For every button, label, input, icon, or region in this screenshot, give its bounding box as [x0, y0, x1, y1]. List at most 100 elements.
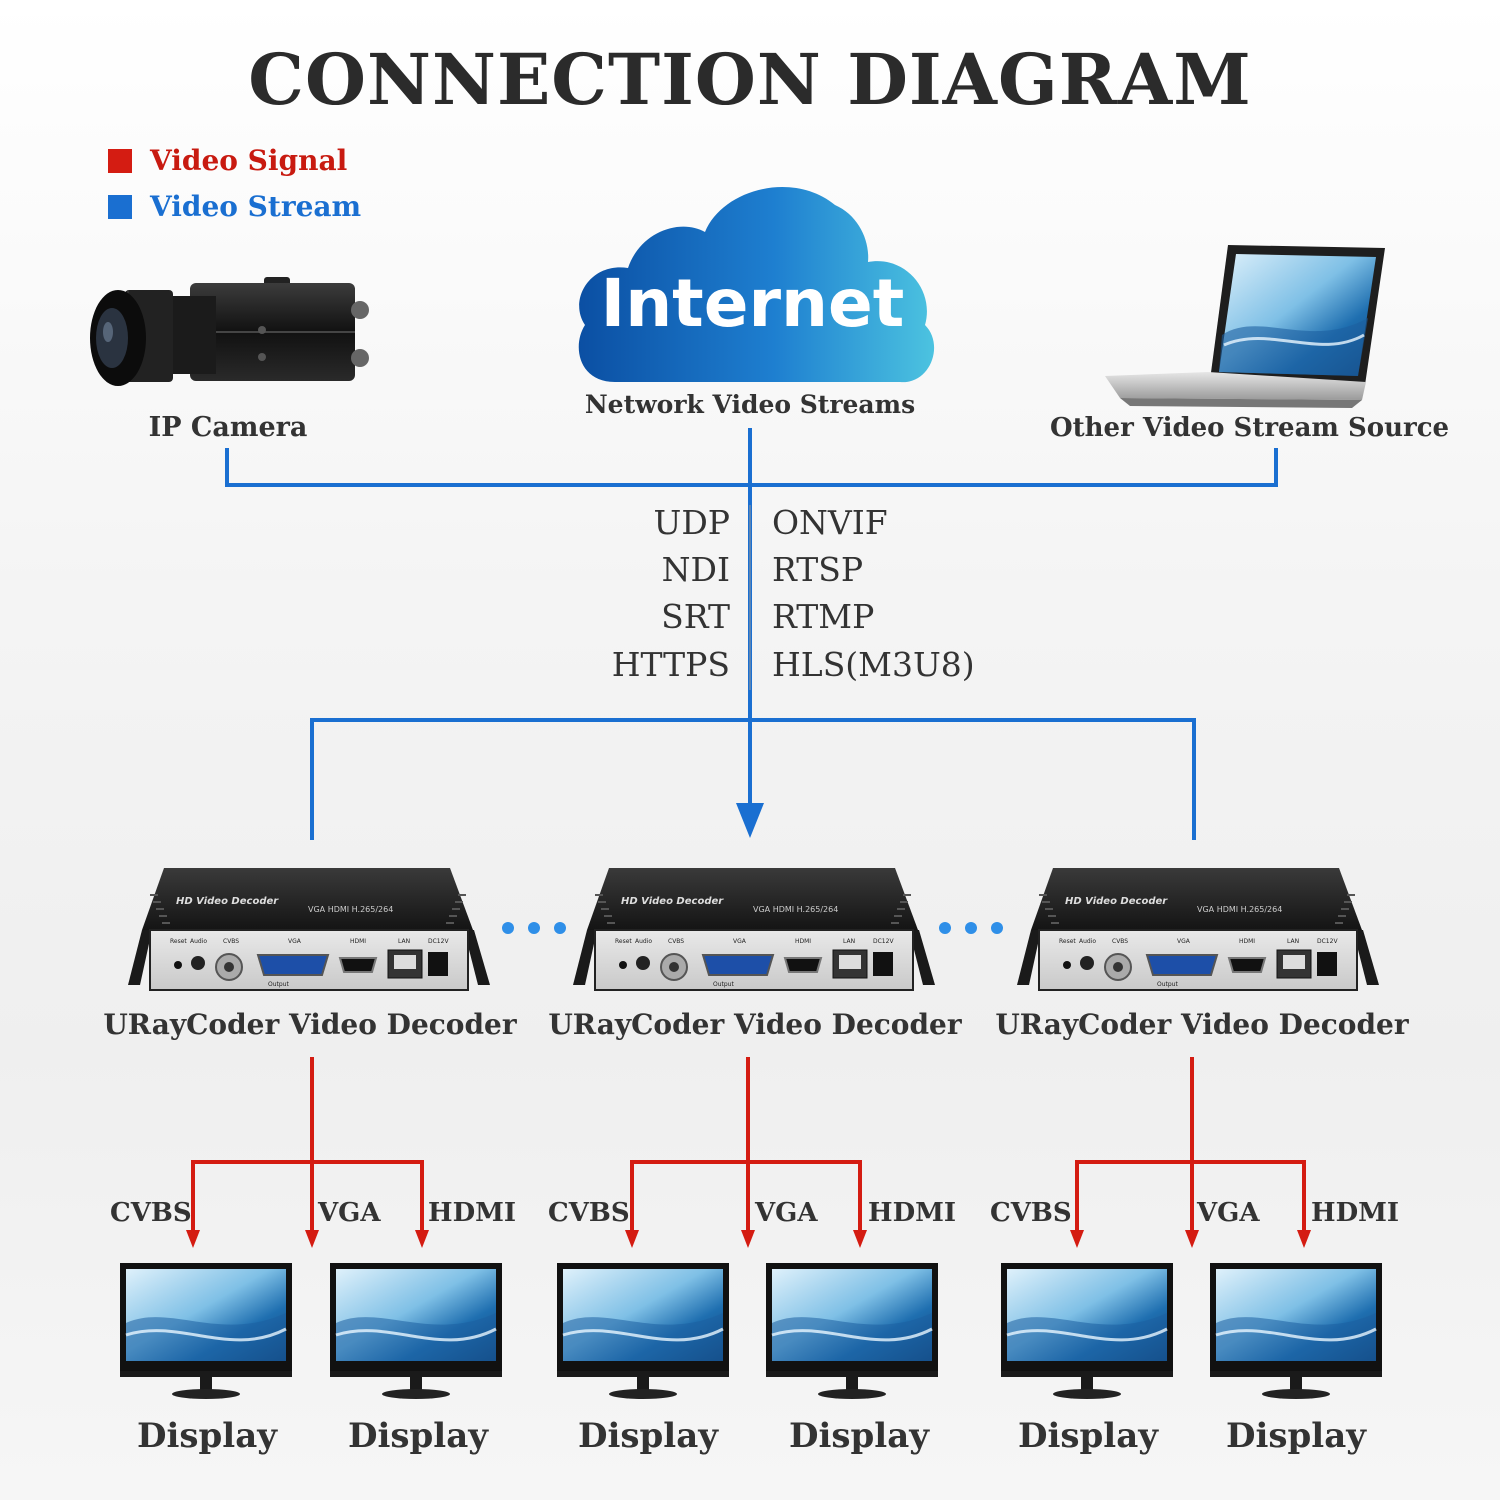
internet-label: Internet [600, 265, 905, 342]
reset-port-icon [619, 961, 627, 969]
decoder-label: URayCoder Video Decoder [995, 1008, 1409, 1041]
port-label-hdmi: HDMI [350, 938, 366, 945]
output-group-label: Output [713, 981, 734, 988]
port-label-cvbs: CVBS [1112, 938, 1128, 945]
legend-item-video-stream: Video Stream [108, 190, 361, 223]
protocol-label: ONVIF [772, 503, 888, 542]
display-monitor-icon [999, 1261, 1175, 1401]
protocol-label: RTSP [772, 550, 864, 589]
audio-port-icon [636, 956, 650, 970]
decoder-front-subtitle: VGA HDMI H.265/264 [753, 905, 838, 914]
hdmi-port-icon [783, 957, 823, 973]
signal-lines [191, 1057, 424, 1230]
laptop-label: Other Video Stream Source [1050, 413, 1450, 443]
protocol-label: SRT [661, 597, 730, 636]
stream-lines [225, 428, 1278, 840]
power-port-icon [1317, 952, 1337, 976]
audio-port-icon [1080, 956, 1094, 970]
display-monitor-icon [328, 1261, 504, 1401]
port-label-audio: Audio [1079, 938, 1096, 945]
decoder-front-title: HD Video Decoder [621, 896, 724, 907]
power-port-icon [428, 952, 448, 976]
port-label-lan: LAN [398, 938, 410, 945]
output-label-vga: VGA [318, 1198, 381, 1228]
hdmi-port-icon [1227, 957, 1267, 973]
port-label-audio: Audio [635, 938, 652, 945]
display-label: Display [136, 1416, 278, 1456]
protocol-label: RTMP [772, 597, 875, 636]
port-label-hdmi: HDMI [795, 938, 811, 945]
signal-arrowhead [741, 1230, 755, 1248]
display-monitor-icon [1208, 1261, 1384, 1401]
output-group-label: Output [1157, 981, 1178, 988]
output-label-hdmi: HDMI [1311, 1198, 1400, 1228]
port-label-dc12v: DC12V [1317, 938, 1338, 945]
legend-swatch-signal [108, 148, 132, 173]
output-label-hdmi: HDMI [428, 1198, 517, 1228]
display-label: Display [1225, 1416, 1367, 1456]
protocol-label: HTTPS [611, 645, 730, 684]
signal-arrowhead [853, 1230, 867, 1248]
signal-arrowhead [186, 1230, 200, 1248]
port-label-reset: Reset [170, 938, 187, 945]
decoder-front-title: HD Video Decoder [1065, 896, 1168, 907]
display-label: Display [577, 1416, 719, 1456]
stream-arrowhead [736, 803, 764, 838]
display-monitor-icon [118, 1261, 294, 1401]
internet-cloud-icon [578, 187, 935, 383]
output-label-cvbs: CVBS [990, 1198, 1072, 1228]
signal-arrowhead [1185, 1230, 1199, 1248]
reset-port-icon [1063, 961, 1071, 969]
protocol-label: NDI [661, 550, 730, 589]
port-label-cvbs: CVBS [668, 938, 684, 945]
port-label-dc12v: DC12V [428, 938, 449, 945]
vga-port-icon [701, 954, 775, 976]
port-label-hdmi: HDMI [1239, 938, 1255, 945]
port-label-lan: LAN [843, 938, 855, 945]
port-label-reset: Reset [615, 938, 632, 945]
output-label-cvbs: CVBS [548, 1198, 630, 1228]
laptop-icon [1105, 245, 1385, 408]
output-label-vga: VGA [1197, 1198, 1260, 1228]
ip-camera-icon [90, 277, 369, 386]
display-label: Display [788, 1416, 930, 1456]
decoder-front-title: HD Video Decoder [176, 896, 279, 907]
decoder-label: URayCoder Video Decoder [103, 1008, 517, 1041]
display-label: Display [347, 1416, 489, 1456]
display-monitor-icon [555, 1261, 731, 1401]
power-port-icon [873, 952, 893, 976]
signal-lines [1075, 1057, 1306, 1230]
port-label-vga: VGA [288, 938, 302, 945]
display-label: Display [1017, 1416, 1159, 1456]
camera-label: IP Camera [148, 412, 308, 443]
legend-item-video-signal: Video Signal [108, 144, 347, 177]
hdmi-port-icon [338, 957, 378, 973]
port-label-vga: VGA [1177, 938, 1191, 945]
ellipsis-dots [502, 922, 1003, 934]
port-label-reset: Reset [1059, 938, 1076, 945]
signal-lines [630, 1057, 862, 1230]
signal-arrowhead [1070, 1230, 1084, 1248]
page-title: CONNECTION DIAGRAM [248, 38, 1252, 121]
protocol-label: HLS(M3U8) [772, 645, 975, 684]
reset-port-icon [174, 961, 182, 969]
display-monitor-icon [764, 1261, 940, 1401]
signal-arrowhead [305, 1230, 319, 1248]
legend-label: Video Signal [150, 144, 348, 177]
port-label-lan: LAN [1287, 938, 1299, 945]
signal-arrowhead [1297, 1230, 1311, 1248]
port-label-dc12v: DC12V [873, 938, 894, 945]
output-label-cvbs: CVBS [110, 1198, 192, 1228]
decoder-front-subtitle: VGA HDMI H.265/264 [1197, 905, 1282, 914]
internet-caption: Network Video Streams [584, 390, 916, 419]
legend-label: Video Stream [150, 190, 362, 223]
signal-arrowhead [415, 1230, 429, 1248]
decoder-label: URayCoder Video Decoder [548, 1008, 962, 1041]
port-label-audio: Audio [190, 938, 207, 945]
decoder-front-subtitle: VGA HDMI H.265/264 [308, 905, 393, 914]
output-label-hdmi: HDMI [868, 1198, 957, 1228]
output-group-label: Output [268, 981, 289, 988]
